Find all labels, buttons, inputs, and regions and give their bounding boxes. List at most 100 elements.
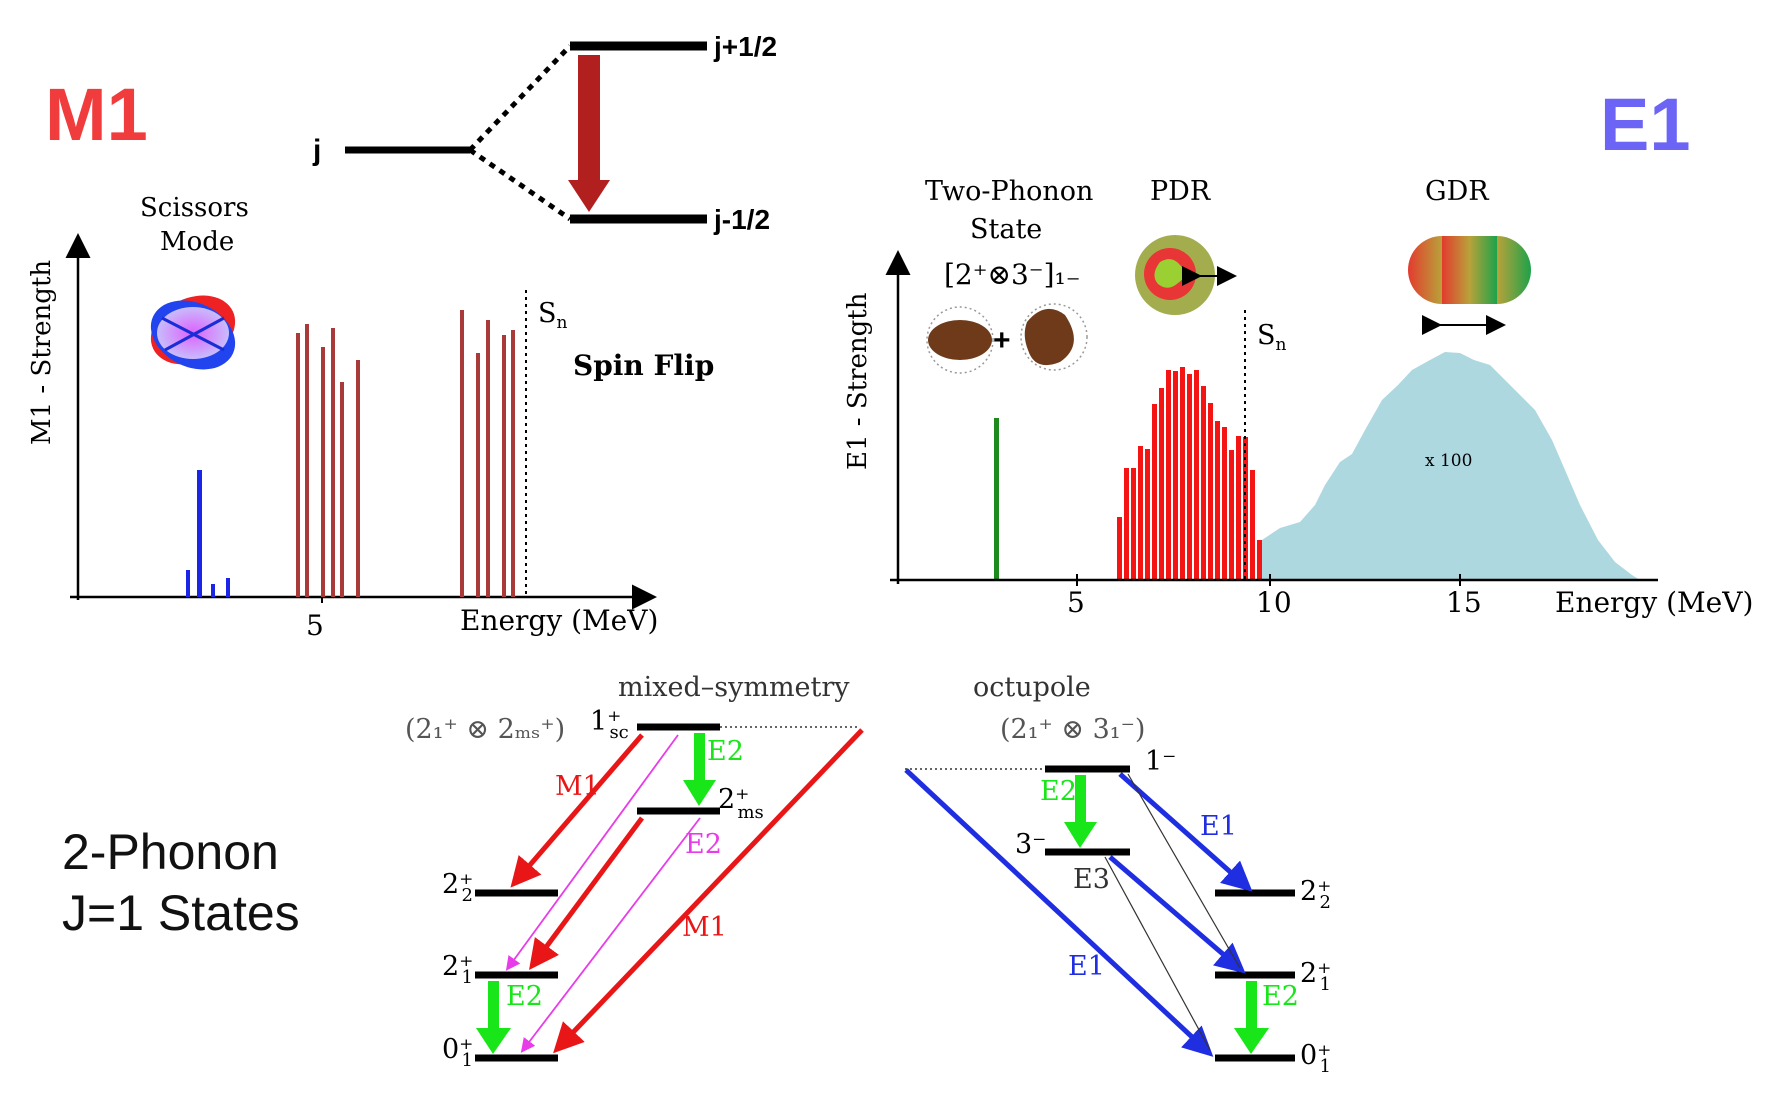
svg-text:+: + <box>993 324 1011 357</box>
two-phonon-state-label-2: State <box>970 214 1042 245</box>
pdr-bar <box>1180 367 1185 580</box>
arrow-e2-1sc-to-21 <box>505 734 679 971</box>
arrow-e3-thin <box>1104 856 1211 1051</box>
arrow-e2-1sc-to-2ms <box>683 733 716 806</box>
two-phonon-state-label-1: Two-Phonon <box>925 176 1093 207</box>
e1-sn-label: Sn <box>1257 320 1287 355</box>
pdr-bar <box>1229 450 1234 580</box>
scissors-mode-icon <box>150 295 236 370</box>
level-scheme: mixed–symmetry octupole (2₁⁺ ⊗ 2ₘₛ⁺) (2₁… <box>405 672 1331 1077</box>
transition-label-e2-b: E2 <box>685 829 722 860</box>
transition-label-m1-b: M1 <box>682 912 727 943</box>
spin-flip-bar <box>511 330 515 597</box>
m1-tick-label-5: 5 <box>306 609 324 642</box>
arrow-e2-2ms-to-01 <box>520 817 701 1053</box>
pdr-bar <box>1117 517 1122 580</box>
pdr-bar <box>1152 404 1157 580</box>
two-phonon-heading-line-1: 2-Phonon <box>62 824 279 880</box>
arrow-thin-1minus-to-21 <box>1127 773 1241 969</box>
pdr-bar <box>1236 436 1241 580</box>
level-label-2-2-right: 2⁺2 <box>1300 876 1331 913</box>
arrow-e2-1minus-to-3minus <box>1064 775 1097 848</box>
level-label-2-1-right: 2⁺1 <box>1300 958 1331 995</box>
two-phonon-config: [2⁺⊗3⁻]₁₋ <box>944 258 1081 291</box>
e1-x-axis-label: Energy (MeV) <box>1555 586 1753 619</box>
transition-label-e2-a: E2 <box>707 736 744 767</box>
spin-flip-label: Spin Flip <box>573 349 714 382</box>
arrow-e2-21-to-01 <box>476 981 511 1054</box>
two-phonon-heading: 2-Phonon J=1 States <box>62 822 300 944</box>
e1-spectrum: x 100 Sn <box>843 176 1753 619</box>
spin-flip-bar <box>356 360 360 597</box>
split-connector-upper <box>468 44 572 152</box>
spin-flip-bar <box>321 347 325 597</box>
arrow-m1-1sc-to-22 <box>510 733 644 888</box>
two-phonon-bar <box>994 418 999 580</box>
pdr-bar <box>1250 470 1255 580</box>
scissors-bar <box>211 584 215 597</box>
pdr-bar <box>1208 403 1213 580</box>
transition-label-e3: E3 <box>1073 864 1110 895</box>
spin-flip-bars <box>296 310 515 597</box>
spin-flip-bar <box>331 328 335 597</box>
spin-flip-bar <box>476 353 480 597</box>
spin-flip-arrow <box>568 55 610 212</box>
arrow-e2-21r-to-01r <box>1234 981 1269 1054</box>
arrow-e1-1minus-to-22 <box>1118 772 1253 892</box>
e1-tick-label-15: 15 <box>1446 586 1482 619</box>
two-phonon-nucleus-icon: + <box>926 303 1088 374</box>
gdr-nucleus-icon <box>1408 236 1531 335</box>
scissors-bar <box>226 578 230 597</box>
mixed-symmetry-config: (2₁⁺ ⊗ 2ₘₛ⁺) <box>405 714 565 745</box>
level-label-0-1-right: 0⁺1 <box>1300 1040 1331 1077</box>
transition-label-e2-e: E2 <box>1262 981 1299 1012</box>
m1-heading: M1 <box>45 73 148 156</box>
pdr-bar <box>1187 374 1192 580</box>
pdr-nucleus-icon <box>1135 235 1237 315</box>
level-j-minus-label: j-1/2 <box>713 204 770 235</box>
spin-flip-bar <box>340 382 344 597</box>
spin-flip-bar <box>296 333 300 597</box>
two-phonon-heading-line-2: J=1 States <box>62 885 300 941</box>
pdr-bar <box>1215 421 1220 580</box>
transition-label-e2-c: E2 <box>506 981 543 1012</box>
mixed-symmetry-title: mixed–symmetry <box>618 672 850 703</box>
pdr-bar <box>1124 468 1129 580</box>
transition-label-e1-b: E1 <box>1068 951 1105 982</box>
pdr-bar <box>1166 370 1171 580</box>
level-label-0-1: 0⁺1 <box>442 1034 473 1071</box>
e1-heading: E1 <box>1600 83 1691 166</box>
level-label-2-1: 2⁺1 <box>442 951 473 988</box>
scissors-mode-label-1: Scissors <box>140 193 249 223</box>
level-j-label: j <box>312 134 321 167</box>
pdr-bar <box>1159 388 1164 580</box>
pdr-label: PDR <box>1150 176 1211 207</box>
level-label-2-2: 2⁺2 <box>442 869 473 906</box>
level-label-1sc: 1⁺sc <box>590 706 629 743</box>
e1-y-axis-label: E1 - Strength <box>843 292 873 470</box>
level-label-1-minus: 1⁻ <box>1145 746 1176 777</box>
level-label-2ms: 2⁺ms <box>718 784 764 823</box>
scissors-mode-label-2: Mode <box>160 227 234 257</box>
octupole-config: (2₁⁺ ⊗ 3₁⁻) <box>1000 714 1145 745</box>
pdr-bar <box>1257 540 1262 580</box>
transition-label-e1-a: E1 <box>1200 811 1237 842</box>
transition-label-e2-d: E2 <box>1040 776 1077 807</box>
arrow-e1-3minus-to-21 <box>1108 855 1246 974</box>
scissors-bar <box>186 570 190 597</box>
arrow-m1-2ms-to-21 <box>529 816 645 971</box>
spin-flip-level-diagram: j j+1/2 j-1/2 <box>312 31 777 235</box>
gdr-scale-label: x 100 <box>1425 451 1472 471</box>
spin-flip-bar <box>305 324 309 597</box>
spin-flip-bar <box>460 310 464 597</box>
arrow-e1-1minus-to-01 <box>904 768 1214 1057</box>
e1-tick-label-5: 5 <box>1067 586 1085 619</box>
m1-spectrum: M1 - Strength Energy (MeV) 5 Scissors Mo… <box>27 193 714 642</box>
scissors-bar <box>197 470 202 597</box>
m1-y-axis-label: M1 - Strength <box>27 260 57 445</box>
e1-tick-label-10: 10 <box>1256 586 1292 619</box>
pdr-bar <box>1201 386 1206 580</box>
pdr-bar <box>1131 468 1136 580</box>
spin-flip-bar <box>486 320 490 597</box>
